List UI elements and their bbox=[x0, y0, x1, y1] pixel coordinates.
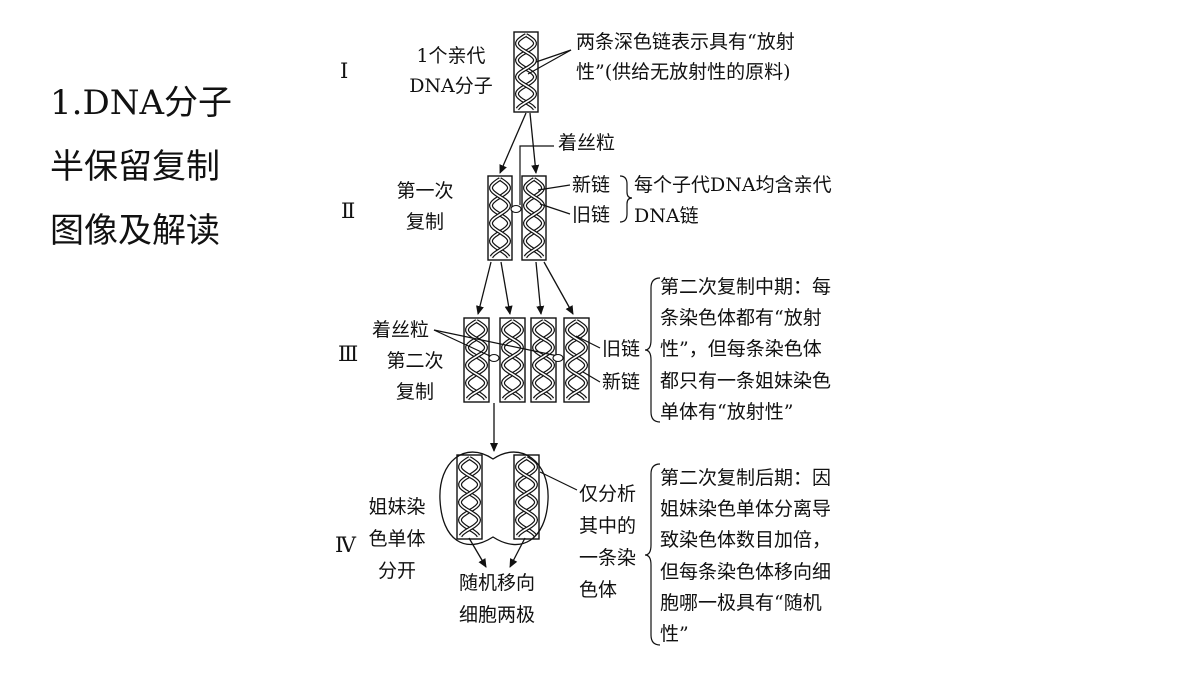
stage-3-chromatid-3 bbox=[530, 317, 557, 403]
stage-4-analysis-line-2: 其中的 bbox=[579, 515, 636, 537]
stage-1-numeral: Ⅰ bbox=[340, 59, 348, 83]
stage-4-brace bbox=[644, 463, 661, 646]
arrows-stage-2-to-3 bbox=[476, 261, 574, 315]
stage-3-note-line-4: 都只有一条姐妹染色 bbox=[660, 370, 831, 392]
stage-3-old-chain-label: 旧链 bbox=[602, 338, 640, 360]
stage-4-note-line-4: 但每条染色体移向细 bbox=[660, 561, 831, 583]
stage-2-brace bbox=[619, 175, 633, 223]
stage-4-analysis-line-4: 色体 bbox=[579, 579, 617, 601]
stage-2-centromere bbox=[510, 204, 522, 214]
stage-4-move-line-2: 细胞两极 bbox=[459, 604, 535, 626]
stage-3-note: 第二次复制中期：每 条染色体都有“放射 性”，但每条染色体 都只有一条姐妹染色 … bbox=[660, 276, 831, 423]
stage-1-label-line-2: DNA分子 bbox=[409, 75, 493, 97]
stage-3-note-line-1: 第二次复制中期：每 bbox=[660, 276, 831, 298]
stage-3-new-chain-label: 新链 bbox=[602, 371, 640, 393]
title-line-1: 1.DNA分子 bbox=[50, 83, 233, 123]
stage-4-note-line-2: 姐妹染色单体分离导 bbox=[660, 498, 831, 520]
parent-dna-molecule bbox=[513, 31, 539, 113]
stage-4-note-line-1: 第二次复制后期：因 bbox=[660, 467, 831, 489]
stage-2-chromatid-right bbox=[521, 175, 547, 261]
stage-1-note-line-2: 性”(供给无放射性的原料) bbox=[576, 61, 791, 83]
stage-3-centromere-right bbox=[552, 353, 564, 363]
stage-3-chromatid-2 bbox=[499, 317, 526, 403]
stage-3-centromere-label: 着丝粒 bbox=[372, 319, 429, 341]
stage-4-analysis-line-3: 一条染 bbox=[579, 547, 636, 569]
stage-4-note-line-5: 胞哪一极具有“随机 bbox=[660, 592, 822, 614]
stage-4-analysis: 仅分析 其中的 一条染 色体 bbox=[579, 483, 636, 601]
stage-4-label-line-1: 姐妹染 bbox=[368, 496, 425, 518]
stage-3-chromatid-1 bbox=[463, 317, 490, 403]
cell-outline bbox=[439, 451, 549, 546]
arrows-stage-1-to-2 bbox=[499, 112, 540, 174]
stage-3-note-line-3: 性”，但每条染色体 bbox=[660, 338, 822, 360]
stage-4-label-line-2: 色单体 bbox=[368, 528, 425, 550]
stage-4-analysis-leader bbox=[539, 471, 578, 491]
stage-2-note-line-2: DNA链 bbox=[634, 205, 699, 227]
stage-4-analysis-line-1: 仅分析 bbox=[579, 483, 636, 505]
stage-1-label-line-1: 1个亲代 bbox=[416, 45, 485, 67]
stage-3-label-line-1: 第二次 bbox=[386, 350, 443, 372]
stage-4-note-line-6: 性” bbox=[660, 623, 689, 645]
chromatid-group bbox=[456, 31, 590, 540]
stage-3-brace bbox=[644, 277, 661, 423]
stage-3-label-line-2: 复制 bbox=[396, 381, 434, 403]
stage-3-centromere-leaders bbox=[433, 329, 559, 357]
stage-4-label-line-3: 分开 bbox=[378, 560, 416, 582]
stage-1-leader-lines bbox=[527, 49, 572, 75]
stage-2-note-line-1: 每个子代DNA均含亲代 bbox=[634, 174, 832, 196]
stage-2-label-line-2: 复制 bbox=[406, 211, 444, 233]
stage-3-numeral: Ⅲ bbox=[338, 342, 358, 366]
stage-2-centromere-label: 着丝粒 bbox=[558, 132, 615, 154]
stage-4-move-arrows bbox=[468, 537, 526, 568]
stage-3-note-line-2: 条染色体都有“放射 bbox=[660, 307, 822, 329]
stage-4-chromatid-left bbox=[456, 454, 483, 540]
stage-2-label-line-1: 第一次 bbox=[396, 180, 453, 202]
stage-3-chromatid-4 bbox=[563, 317, 590, 403]
stage-4-numeral: Ⅳ bbox=[335, 533, 357, 557]
stage-2-centromere-leader bbox=[519, 145, 554, 205]
title-line-3: 图像及解读 bbox=[50, 211, 220, 251]
stage-2-old-chain-label: 旧链 bbox=[572, 204, 610, 226]
stage-2-numeral: Ⅱ bbox=[341, 199, 355, 223]
stage-2-chain-leaders bbox=[537, 184, 571, 215]
stage-4-note-line-3: 致染色体数目加倍， bbox=[660, 529, 831, 551]
stage-3-centromere-left bbox=[488, 353, 500, 363]
stage-4-label: 姐妹染 色单体 分开 bbox=[368, 496, 425, 582]
stage-4-move-line-1: 随机移向 bbox=[459, 572, 535, 594]
stage-1-note-line-1: 两条深色链表示具有“放射 bbox=[576, 31, 795, 53]
stage-2-new-chain-label: 新链 bbox=[572, 174, 610, 196]
stage-3-note-line-5: 单体有“放射性” bbox=[660, 401, 793, 423]
stage-3-chain-leaders bbox=[575, 335, 601, 383]
stage-2-chromatid-left bbox=[487, 175, 513, 261]
stage-4-chromatid-right bbox=[513, 454, 540, 540]
title-line-2: 半保留复制 bbox=[50, 147, 220, 187]
stage-4-note: 第二次复制后期：因 姐妹染色单体分离导 致染色体数目加倍， 但每条染色体移向细 … bbox=[660, 467, 831, 645]
